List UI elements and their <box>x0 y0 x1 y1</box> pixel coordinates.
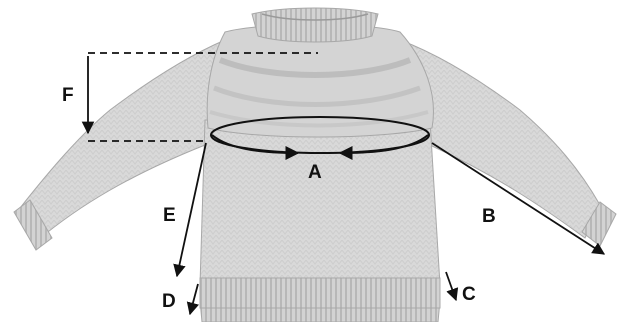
d-arrow <box>190 284 198 314</box>
label-b: B <box>482 206 496 227</box>
neckband <box>252 8 378 42</box>
c-arrow <box>446 272 456 300</box>
label-a: A <box>308 162 322 183</box>
left-sleeve <box>20 40 225 240</box>
label-d: D <box>162 291 176 312</box>
sweater-body <box>200 120 440 285</box>
front-hem <box>200 278 440 308</box>
label-c: C <box>462 284 476 305</box>
label-e: E <box>163 205 176 226</box>
label-f: F <box>62 85 74 106</box>
